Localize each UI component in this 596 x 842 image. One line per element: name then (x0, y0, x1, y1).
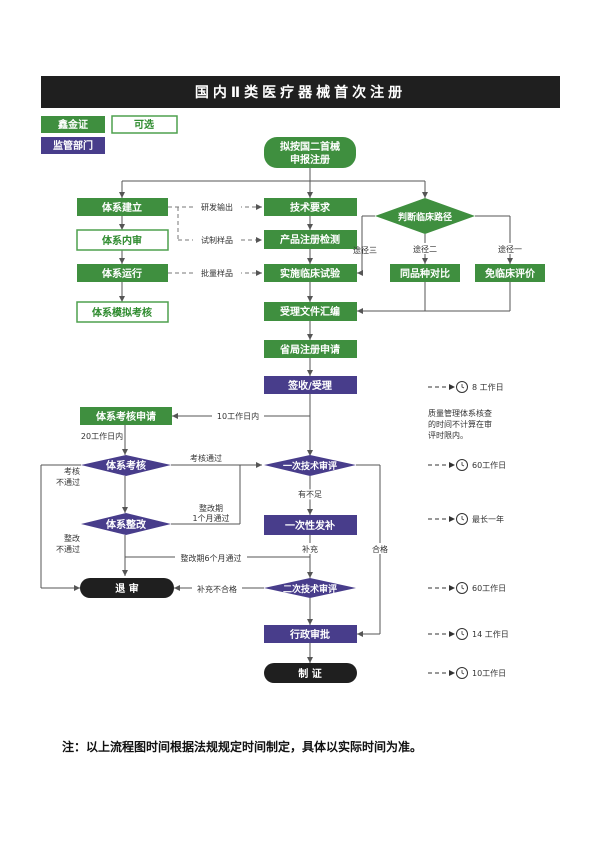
label-rect-1: 整改期 (199, 503, 223, 513)
label-supp-fail: 补充不合格 (197, 584, 237, 594)
node-start-line2: 申报注册 (290, 153, 330, 166)
node-sys-run (77, 264, 168, 282)
legend-regulator-box (41, 137, 105, 154)
node-supplement (264, 515, 357, 535)
label-twenty-days: 20工作日内 (81, 431, 123, 441)
label-insufficient: 有不足 (298, 489, 322, 499)
node-prov-apply (264, 340, 357, 358)
node-exempt-label: 免临床评价 (485, 267, 536, 280)
label-rect-2: 1个月通过 (192, 513, 229, 523)
page-title: 国内Ⅱ类医疗器械首次注册 (41, 76, 560, 108)
timeline: 8 工作日 质量管理体系核查 的时间不计算在审 评时限内。 60工作日 最长一年… (428, 381, 509, 679)
node-receive-label: 签收/受理 (287, 379, 332, 392)
node-certify-label: 制 证 (298, 667, 321, 680)
label-supp: 补充 (302, 544, 318, 554)
label-rect-fail-1: 整改 (64, 533, 80, 543)
node-sys-apply-label: 体系考核申请 (96, 410, 156, 423)
node-doc-compile (264, 302, 357, 321)
node-sys-apply (80, 407, 172, 425)
legend-optional-label: 可选 (134, 118, 154, 131)
node-prov-apply-label: 省局注册申请 (279, 343, 340, 356)
node-second-review (264, 578, 356, 598)
label-rect-6m: 整改期6个月通过 (180, 553, 241, 563)
node-sys-build-label: 体系建立 (102, 201, 142, 214)
time-5: 14 工作日 (472, 629, 509, 639)
node-tech-req (264, 198, 357, 216)
node-first-review (264, 455, 356, 476)
label-path3: 途径三 (353, 245, 377, 255)
node-judge (375, 198, 475, 234)
node-reject-label: 退 审 (115, 582, 138, 595)
label-rect-fail-2: 不通过 (56, 544, 80, 554)
time-1: 8 工作日 (472, 382, 504, 392)
node-tech-req-label: 技术要求 (290, 201, 331, 214)
node-second-review-label: 二次技术审评 (283, 583, 337, 595)
legend-xinjin-label: 鑫金证 (57, 118, 88, 131)
node-start (264, 137, 356, 168)
time-note-1: 质量管理体系核查 (428, 408, 492, 418)
node-same-compare-label: 同品种对比 (400, 267, 450, 280)
label-trial-sample: 试制样品 (201, 235, 233, 245)
node-exempt (475, 264, 545, 282)
node-sys-mock-label: 体系模拟考核 (92, 306, 152, 319)
node-rectify (81, 513, 171, 535)
node-rectify-label: 体系整改 (106, 518, 147, 531)
node-doc-compile-label: 受理文件汇编 (280, 305, 340, 318)
legend-xinjin-box (41, 116, 105, 133)
label-path2: 途径二 (413, 244, 437, 254)
footnote: 注：以上流程图时间根据法规规定时间制定，具体以实际时间为准。 (62, 740, 423, 754)
node-sys-audit (76, 229, 169, 251)
node-same-compare (390, 264, 460, 282)
label-audit-fail-1: 考核 (64, 466, 80, 476)
label-ten-days: 10工作日内 (217, 411, 259, 421)
node-reg-test (264, 230, 357, 249)
node-reg-test-label: 产品注册检测 (280, 233, 340, 246)
time-3: 最长一年 (472, 514, 504, 524)
node-supplement-label: 一次性发补 (285, 519, 335, 532)
node-admin-approve-label: 行政审批 (289, 628, 330, 641)
node-sys-check-label: 体系考核 (106, 459, 146, 472)
node-sys-check (81, 455, 171, 476)
label-qualified: 合格 (372, 544, 388, 554)
label-audit-fail-2: 不通过 (56, 477, 80, 487)
node-clinical-label: 实施临床试验 (280, 267, 341, 280)
node-reject (80, 578, 174, 598)
node-admin-approve (264, 625, 357, 643)
label-audit-pass: 考核通过 (190, 453, 222, 463)
time-6: 10工作日 (472, 668, 506, 678)
time-note-3: 评时限内。 (428, 430, 468, 440)
time-4: 60工作日 (472, 583, 506, 593)
label-batch-sample: 批量样品 (201, 268, 233, 278)
time-2: 60工作日 (472, 460, 506, 470)
time-note-2: 的时间不计算在审 (428, 419, 492, 429)
node-start-line1: 拟按国二首械 (280, 140, 340, 153)
node-sys-audit-label: 体系内审 (102, 234, 142, 247)
node-sys-build (77, 198, 168, 216)
node-judge-label: 判断临床路径 (398, 211, 452, 223)
node-receive (264, 376, 357, 394)
node-clinical (264, 264, 357, 282)
node-sys-mock (76, 301, 169, 323)
legend-regulator-label: 监管部门 (53, 139, 93, 152)
node-first-review-label: 一次技术审评 (283, 460, 337, 472)
label-path1: 途径一 (498, 244, 522, 254)
label-dev-output: 研发输出 (201, 202, 233, 212)
node-certify (264, 663, 357, 683)
legend-optional-box (111, 115, 178, 134)
node-sys-run-label: 体系运行 (102, 267, 142, 280)
